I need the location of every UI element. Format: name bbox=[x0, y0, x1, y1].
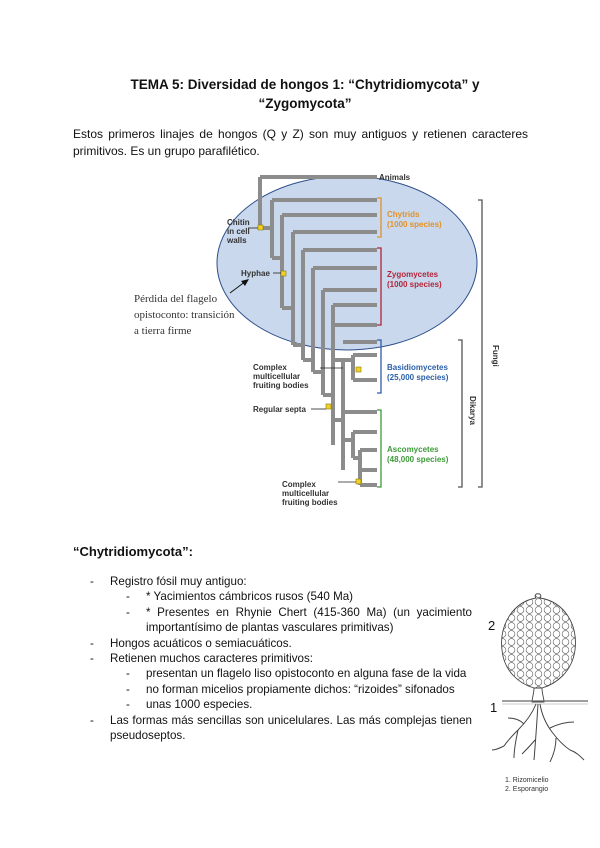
group-brackets bbox=[377, 197, 483, 488]
label-regular-septa: Regular septa bbox=[253, 405, 306, 414]
list-item: -Retienen muchos caracteres primitivos: bbox=[90, 652, 313, 666]
illustration-legend: 1. Rizomicelio 2. Esporangio bbox=[505, 776, 549, 794]
label-basidiomycetes-count: (25,000 species) bbox=[387, 373, 449, 382]
chytrid-illustration bbox=[491, 593, 588, 763]
label-complex-a-1: Complex bbox=[253, 363, 287, 372]
list-item-text: * Yacimientos cámbricos rusos (540 Ma) bbox=[146, 590, 354, 604]
note-line-1: Pérdida del flagelo bbox=[134, 293, 218, 305]
label-complex-b-1: Complex bbox=[282, 480, 316, 489]
label-hyphae: Hyphae bbox=[241, 269, 270, 278]
label-complex-a-2: multicellular bbox=[253, 372, 300, 381]
note-line-2: opistoconto: transición bbox=[134, 309, 235, 321]
sporangium-icon bbox=[501, 593, 576, 689]
sub-list-item: -* Yacimientos cámbricos rusos (540 Ma) bbox=[126, 590, 354, 604]
title-line-1: TEMA 5: Diversidad de hongos 1: “Chytrid… bbox=[130, 77, 480, 92]
section-title: “Chytridiomycota”: bbox=[73, 544, 193, 559]
label-chitin-2: in cell bbox=[227, 227, 250, 236]
list-item-text: Retienen muchos caracteres primitivos: bbox=[110, 652, 313, 666]
label-basidiomycetes: Basidiomycetes bbox=[387, 363, 448, 372]
label-zygomycetes: Zygomycetes bbox=[387, 270, 439, 279]
list-item-text: Las formas más sencillas son unicelulare… bbox=[110, 713, 472, 743]
label-chitin-3: walls bbox=[226, 236, 247, 245]
label-ascomycetes: Ascomycetes bbox=[387, 445, 439, 454]
label-zygomycetes-count: (1000 species) bbox=[387, 280, 442, 289]
sub-list-item: -presentan un flagelo liso opistoconto e… bbox=[126, 667, 467, 681]
intro-paragraph: Estos primeros linajes de hongos (Q y Z)… bbox=[73, 127, 528, 158]
legend-item-2: 2. Esporangio bbox=[505, 786, 549, 793]
sub-list-item: -* Presentes en Rhynie Chert (415-360 Ma… bbox=[126, 605, 472, 635]
trait-markers bbox=[257, 224, 362, 485]
label-leaders bbox=[248, 227, 356, 483]
list-item: -Las formas más sencillas son unicelular… bbox=[90, 713, 472, 743]
phylogeny-figure: Animals Chitin in cell walls Hyphae Chyt… bbox=[134, 173, 500, 507]
label-animals: Animals bbox=[379, 173, 411, 182]
sub-list-item: -unas 1000 especies. bbox=[126, 698, 253, 712]
stalk-icon bbox=[531, 687, 545, 703]
label-dikarya: Dikarya bbox=[468, 396, 477, 425]
label-complex-b-3: fruiting bodies bbox=[282, 498, 338, 507]
list-item-text: unas 1000 especies. bbox=[146, 698, 253, 712]
list-item: -Registro fósil muy antiguo: bbox=[90, 575, 247, 588]
label-complex-b-2: multicellular bbox=[282, 489, 329, 498]
list-item: -Hongos acuáticos o semiacuáticos. bbox=[90, 636, 292, 650]
label-complex-a-3: fruiting bodies bbox=[253, 381, 309, 390]
list-item-text: no forman micelios propiamente dichos: “… bbox=[146, 682, 455, 696]
label-number-2: 2 bbox=[488, 618, 496, 633]
arrow-head bbox=[241, 279, 249, 286]
legend-item-1: 1. Rizomicelio bbox=[505, 777, 549, 784]
rhizomycelium-icon bbox=[491, 703, 585, 763]
title-line-2: “Zygomycota” bbox=[258, 96, 352, 111]
chytrid-list: -Registro fósil muy antiguo: -* Yacimien… bbox=[90, 574, 472, 743]
page-title: TEMA 5: Diversidad de hongos 1: “Chytrid… bbox=[100, 75, 510, 113]
list-item-text: Hongos acuáticos o semiacuáticos. bbox=[110, 636, 292, 650]
label-number-1: 1 bbox=[490, 700, 498, 715]
label-fungi: Fungi bbox=[491, 345, 500, 367]
tree-branches bbox=[258, 175, 377, 487]
note-line-3: a tierra firme bbox=[134, 325, 192, 337]
list-item-text: Registro fósil muy antiguo: bbox=[110, 575, 247, 588]
sub-list-item: -no forman micelios propiamente dichos: … bbox=[126, 682, 455, 696]
label-chytrids: Chytrids bbox=[387, 210, 420, 219]
label-chytrids-count: (1000 species) bbox=[387, 220, 442, 229]
label-ascomycetes-count: (48,000 species) bbox=[387, 455, 449, 464]
label-chitin-1: Chitin bbox=[227, 218, 250, 227]
list-item-text: presentan un flagelo liso opistoconto en… bbox=[146, 667, 467, 681]
list-item-text: * Presentes en Rhynie Chert (415-360 Ma)… bbox=[146, 605, 472, 635]
